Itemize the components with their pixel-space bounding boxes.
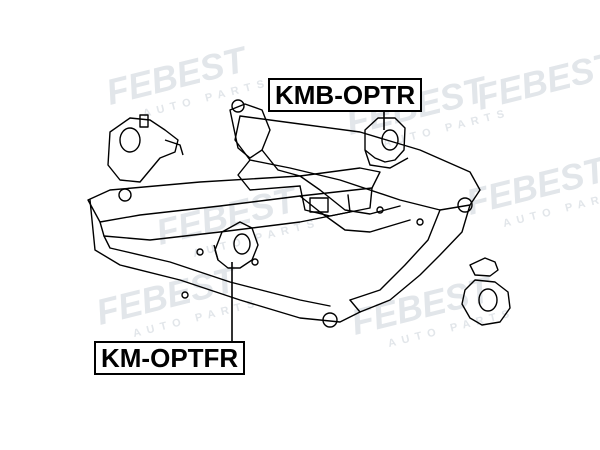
center-crossmember <box>299 175 401 215</box>
mount-top-left <box>107 114 184 183</box>
front-rail <box>87 167 381 223</box>
mount-kmb-optr <box>364 117 409 169</box>
subframe <box>87 99 481 328</box>
rear-rail <box>234 115 481 211</box>
watermark-logo: FEBEST <box>472 43 600 118</box>
left-side-member <box>89 199 361 323</box>
right-side-member <box>359 204 471 313</box>
part-label-top: KMB-OPTR <box>268 78 423 112</box>
front-tower <box>229 103 271 159</box>
watermark-logo: FEBEST AUTO PARTS <box>102 38 271 120</box>
part-label-bottom: KM-OPTFR <box>94 341 246 375</box>
mount-right <box>461 257 511 326</box>
svg-text:FEBEST: FEBEST <box>472 43 600 118</box>
mount-km-optfr <box>213 221 259 269</box>
watermark-logo: FEBEST AUTO PARTS <box>152 178 321 260</box>
watermark-logo: FEBEST AUTO PARTS <box>462 148 600 230</box>
